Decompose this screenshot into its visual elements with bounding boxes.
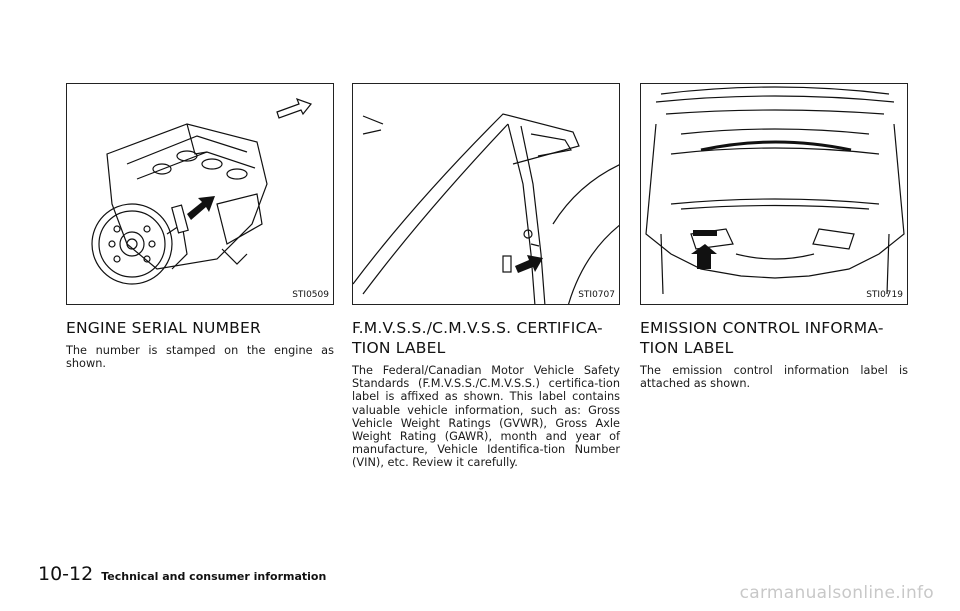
engine-serial-section: ENGINE SERIAL NUMBER The number is stamp… xyxy=(66,318,334,370)
section-body: The emission control information label i… xyxy=(640,364,908,391)
section-heading: EMISSION CONTROL INFORMA-TION LABEL xyxy=(640,319,884,357)
page-number: 10-12 xyxy=(38,563,94,585)
figure-code: STI0509 xyxy=(292,290,329,300)
door-pillar-illustration-icon xyxy=(353,113,619,304)
watermark: carmanualsonline.info xyxy=(739,583,934,603)
door-pillar-figure: STI0707 xyxy=(352,83,620,305)
figure-code: STI0707 xyxy=(578,290,615,300)
hood-underside-illustration-icon xyxy=(645,86,905,295)
figure-code: STI0719 xyxy=(866,290,903,300)
section-heading: ENGINE SERIAL NUMBER xyxy=(66,319,261,337)
emission-label-section: EMISSION CONTROL INFORMA-TION LABEL The … xyxy=(640,318,908,390)
hood-underside-figure: STI0719 xyxy=(640,83,908,305)
page-footer: 10-12 Technical and consumer information xyxy=(38,563,326,585)
section-body: The number is stamped on the engine as s… xyxy=(66,344,334,371)
engine-figure: STI0509 xyxy=(66,83,334,305)
section-body: The Federal/Canadian Motor Vehicle Safet… xyxy=(352,364,620,470)
footer-section-name: Technical and consumer information xyxy=(101,570,327,583)
engine-illustration-icon xyxy=(91,97,312,285)
certification-label-section: F.M.V.S.S./C.M.V.S.S. CERTIFICA-TION LAB… xyxy=(352,318,620,470)
section-heading: F.M.V.S.S./C.M.V.S.S. CERTIFICA-TION LAB… xyxy=(352,319,603,357)
